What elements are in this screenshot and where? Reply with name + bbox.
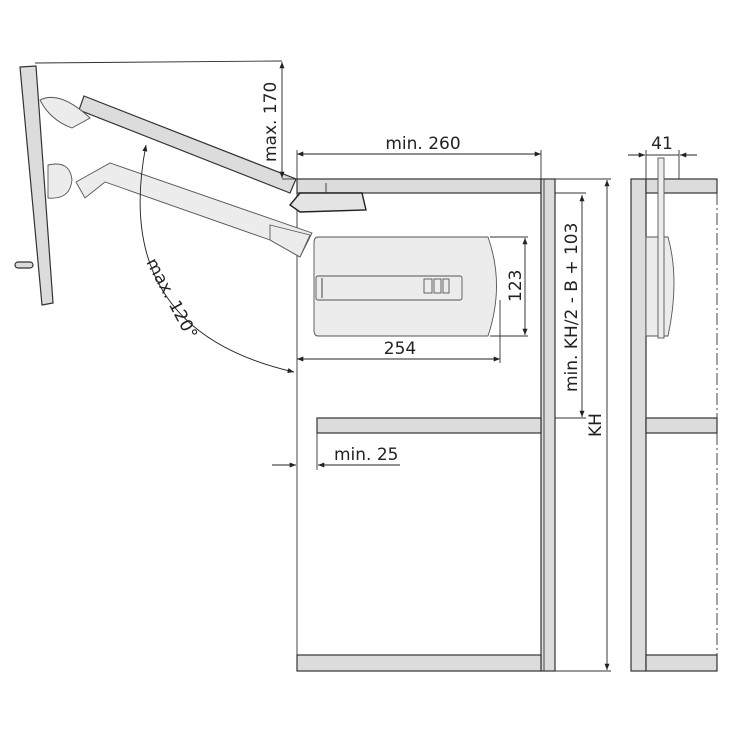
dim-254-label: 254 [384, 339, 416, 359]
dim-123-label: 123 [506, 270, 526, 302]
min-25-label: min. 25 [334, 445, 399, 465]
bottom-panel [296, 654, 542, 672]
lift-mechanism [288, 183, 497, 337]
shelf [316, 417, 542, 434]
max-170-label: max. 170 [261, 82, 281, 162]
flap-side-view [19, 65, 54, 306]
top-panel [296, 178, 542, 194]
cabinet-front-view [296, 178, 556, 672]
side-panel [540, 178, 556, 672]
kh-label: KH [586, 413, 606, 437]
cabinet-side-view: 41 [628, 134, 718, 672]
dim-41-label: 41 [651, 134, 673, 154]
max-120-angle-label: max. 120° [142, 255, 201, 343]
min-kh-formula-label: min. KH/2 - B + 103 [562, 223, 582, 392]
min-260-label: min. 260 [385, 134, 460, 154]
